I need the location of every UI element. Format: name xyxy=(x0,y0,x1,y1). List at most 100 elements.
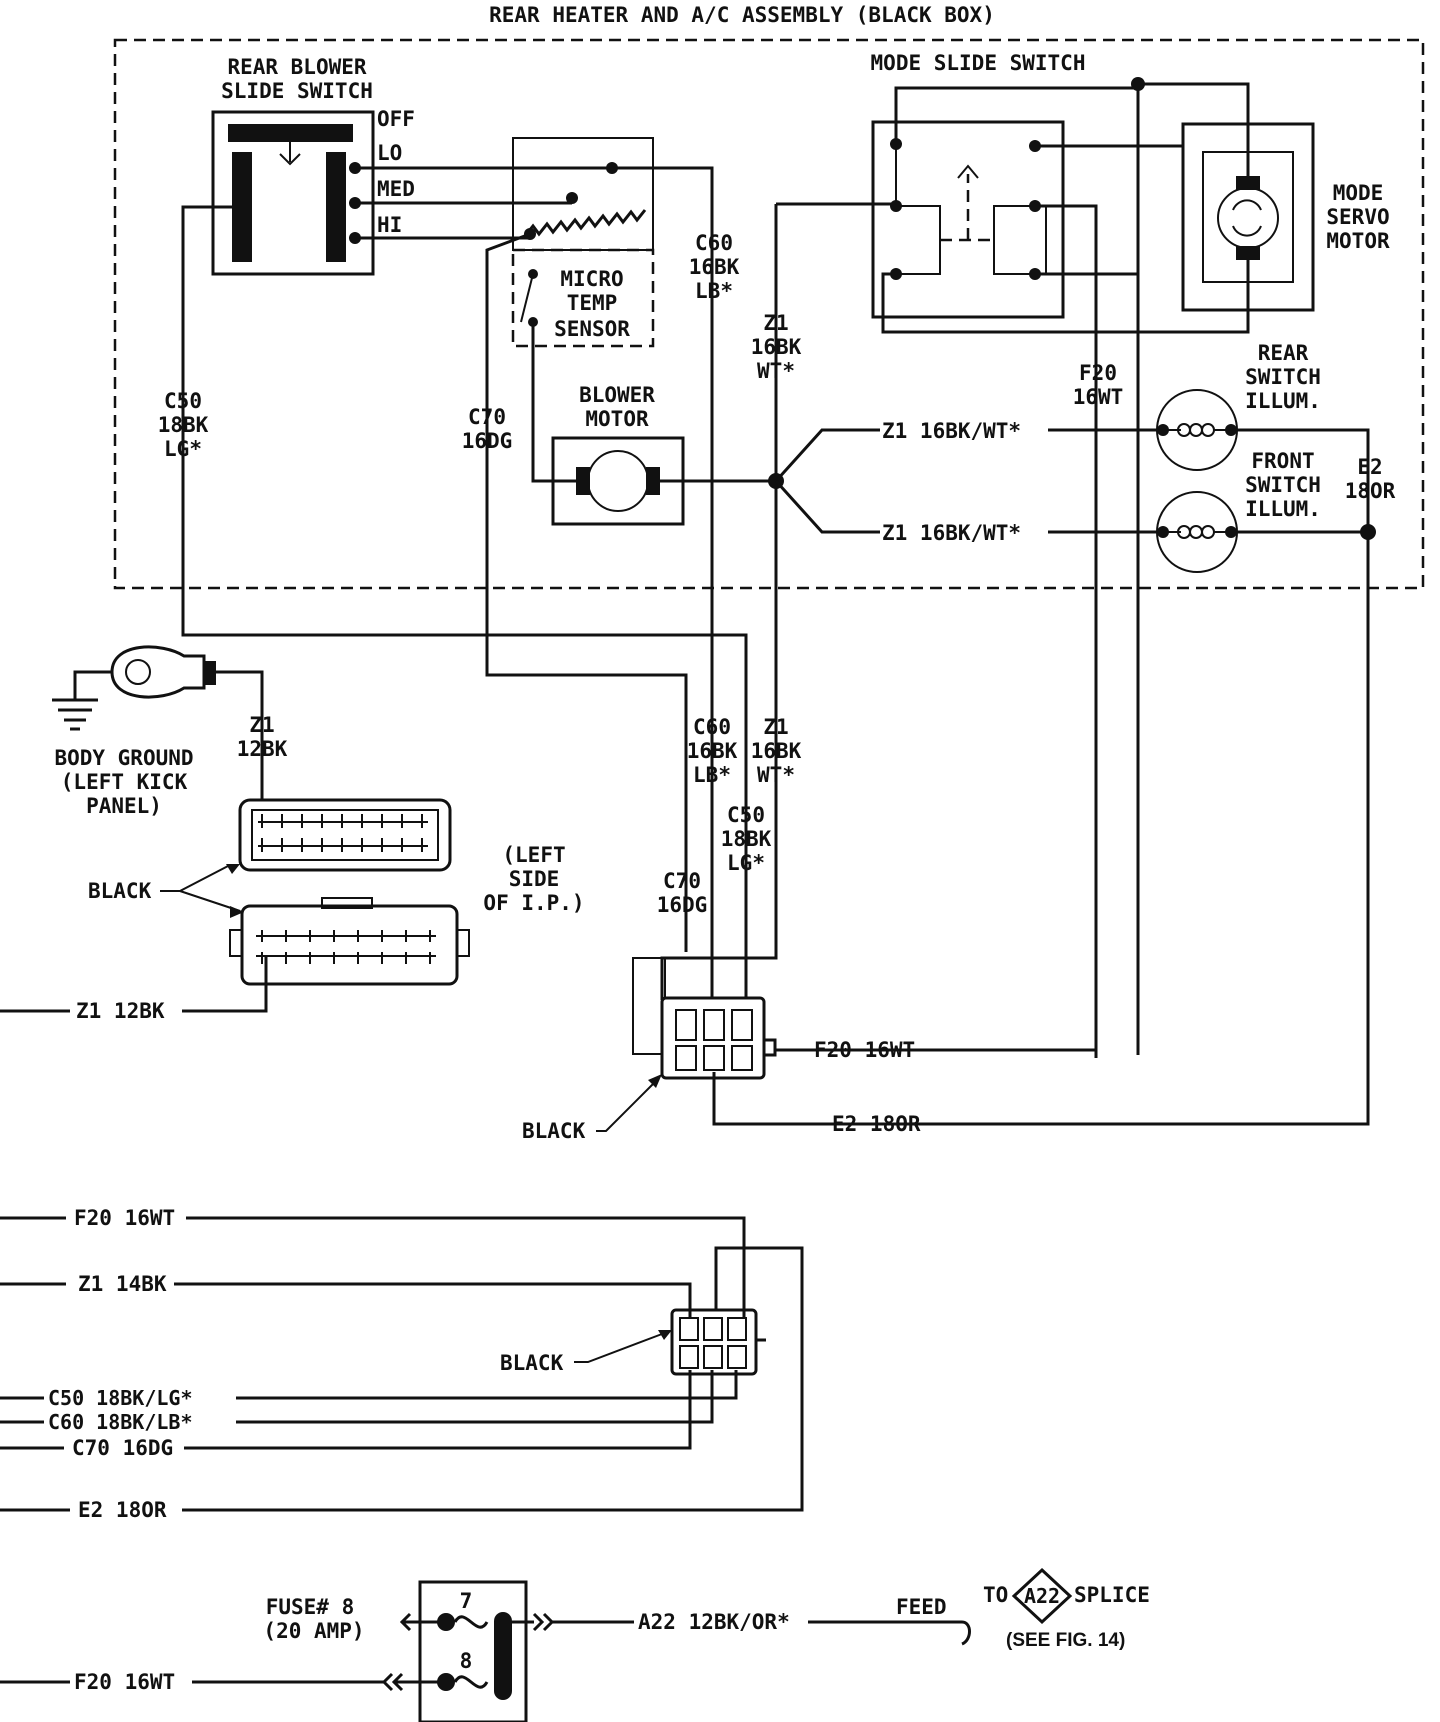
svg-text:TEMP: TEMP xyxy=(567,291,618,315)
wire-label-c70-top: C70 16DG xyxy=(462,405,513,453)
svg-text:16BK: 16BK xyxy=(689,255,740,279)
svg-text:Z1: Z1 xyxy=(763,715,788,739)
svg-text:SWITCH: SWITCH xyxy=(1245,473,1321,497)
svg-text:16WT: 16WT xyxy=(1073,385,1124,409)
wire-label-z1-14bk: Z1 14BK xyxy=(78,1272,167,1296)
svg-text:C60: C60 xyxy=(695,231,733,255)
rear-switch-illum-lamp: REAR SWITCH ILLUM. xyxy=(1156,341,1321,471)
svg-text:LB*: LB* xyxy=(695,279,733,303)
wire-label-c50-mid: C50 18BK LG* xyxy=(721,803,772,875)
switch-pos-hi: HI xyxy=(377,213,402,237)
svg-text:WT*: WT* xyxy=(757,763,795,787)
svg-text:MOTOR: MOTOR xyxy=(585,407,649,431)
svg-text:ILLUM.: ILLUM. xyxy=(1245,389,1321,413)
ip-connector-upper xyxy=(238,798,452,872)
svg-text:C50: C50 xyxy=(164,389,202,413)
wire-label-f20-top: F20 16WT xyxy=(1073,361,1124,409)
svg-text:C50: C50 xyxy=(727,803,765,827)
svg-text:REAR BLOWER: REAR BLOWER xyxy=(227,55,366,79)
assembly-wiring xyxy=(181,77,1376,1126)
svg-text:FRONT: FRONT xyxy=(1251,449,1314,473)
lower-harness-wiring xyxy=(0,1216,804,1512)
feed-label: FEED xyxy=(896,1595,947,1619)
svg-text:WT*: WT* xyxy=(757,359,795,383)
svg-text:BODY GROUND: BODY GROUND xyxy=(54,746,193,770)
wire-label-z1-top: Z1 16BK WT* xyxy=(751,311,802,383)
black-label-upper: BLACK xyxy=(88,864,244,918)
svg-text:TO: TO xyxy=(983,1583,1008,1607)
wire-label-f20-fuse: F20 16WT xyxy=(74,1670,175,1694)
fuse-block: 7 8 FUSE# 8 (20 AMP) xyxy=(0,1580,634,1722)
svg-text:MOTOR: MOTOR xyxy=(1326,229,1390,253)
svg-text:BLOWER: BLOWER xyxy=(579,383,655,407)
mode-servo-motor: MODE SERVO MOTOR xyxy=(1181,122,1390,312)
svg-text:OF I.P.): OF I.P.) xyxy=(483,891,584,915)
wire-label-c70-lower: C70 16DG xyxy=(72,1436,173,1460)
middle-connector xyxy=(632,957,1096,1124)
black-label-mid: BLACK xyxy=(522,1074,662,1143)
svg-text:16BK: 16BK xyxy=(687,739,738,763)
body-ground: BODY GROUND (LEFT KICK PANEL) xyxy=(52,645,264,818)
svg-text:MODE SLIDE SWITCH: MODE SLIDE SWITCH xyxy=(871,51,1086,75)
svg-text:MICRO: MICRO xyxy=(560,267,623,291)
svg-text:16DG: 16DG xyxy=(657,893,708,917)
svg-text:C70: C70 xyxy=(663,869,701,893)
wire-label-e2-lower: E2 18OR xyxy=(78,1498,167,1522)
svg-text:SPLICE: SPLICE xyxy=(1074,1583,1150,1607)
svg-text:SWITCH: SWITCH xyxy=(1245,365,1321,389)
fuse-amp: (20 AMP) xyxy=(263,1619,364,1643)
left-side-ip-label: (LEFT SIDE OF I.P.) xyxy=(483,843,584,915)
wire-label-c60-top: C60 16BK LB* xyxy=(689,231,740,303)
svg-text:SERVO: SERVO xyxy=(1326,205,1389,229)
black-label-lower: BLACK xyxy=(500,1330,672,1375)
lower-connector xyxy=(670,1308,766,1376)
wire-label-z1-ground: Z1 12BK xyxy=(237,713,288,761)
svg-text:(SEE FIG. 14): (SEE FIG. 14) xyxy=(1006,1630,1125,1651)
svg-text:BLACK: BLACK xyxy=(88,879,152,903)
front-switch-illum-lamp: FRONT SWITCH ILLUM. xyxy=(1156,449,1321,573)
svg-text:18OR: 18OR xyxy=(1345,479,1396,503)
svg-text:C60: C60 xyxy=(693,715,731,739)
svg-text:MODE: MODE xyxy=(1333,181,1384,205)
blower-resistor-block xyxy=(512,137,654,251)
wire-label-z1-mid: Z1 16BK WT* xyxy=(751,715,802,787)
fuse-number-7: 7 xyxy=(460,1589,473,1613)
wire-label-f20-lower: F20 16WT xyxy=(74,1206,175,1230)
svg-text:F20: F20 xyxy=(1079,361,1117,385)
svg-text:BLACK: BLACK xyxy=(522,1119,586,1143)
wire-label-e2-conn: E2 18OR xyxy=(832,1112,921,1136)
svg-text:REAR: REAR xyxy=(1258,341,1309,365)
switch-pos-med: MED xyxy=(377,177,415,201)
svg-text:LG*: LG* xyxy=(727,851,765,875)
rear-blower-slide-switch: REAR BLOWER SLIDE SWITCH OFF LO MED HI xyxy=(211,55,415,276)
mode-slide-switch: MODE SLIDE SWITCH xyxy=(871,51,1086,319)
svg-text:Z1: Z1 xyxy=(763,311,788,335)
wire-label-z1-12bk: Z1 12BK xyxy=(76,999,165,1023)
wire-label-c70-mid: C70 16DG xyxy=(657,869,708,917)
svg-text:LB*: LB* xyxy=(693,763,731,787)
svg-text:(LEFT: (LEFT xyxy=(502,843,565,867)
wire-label-z1-rear-illum: Z1 16BK/WT* xyxy=(882,419,1021,443)
wire-label-a22: A22 12BK/OR* xyxy=(638,1610,790,1634)
wire-label-c60-lower: C60 18BK/LB* xyxy=(48,1410,193,1434)
wire-label-c50-lower: C50 18BK/LG* xyxy=(48,1386,193,1410)
wire-label-c60-mid: C60 16BK LB* xyxy=(687,715,738,787)
svg-text:SLIDE SWITCH: SLIDE SWITCH xyxy=(221,79,373,103)
wire-label-f20-conn: F20 16WT xyxy=(814,1038,915,1062)
svg-text:ILLUM.: ILLUM. xyxy=(1245,497,1321,521)
micro-temp-sensor: MICRO TEMP SENSOR xyxy=(511,248,655,348)
a22-splice-reference: TO A22 SPLICE (SEE FIG. 14) xyxy=(983,1567,1150,1651)
switch-pos-off: OFF xyxy=(377,107,415,131)
switch-pos-lo: LO xyxy=(377,141,402,165)
svg-text:BLACK: BLACK xyxy=(500,1351,564,1375)
svg-text:LG*: LG* xyxy=(164,437,202,461)
wire-label-c50-top: C50 18BK LG* xyxy=(158,389,209,461)
wire-label-e2-top: E2 18OR xyxy=(1345,455,1396,503)
assembly-boundary xyxy=(113,38,1425,590)
svg-text:16DG: 16DG xyxy=(462,429,513,453)
svg-text:16BK: 16BK xyxy=(751,335,802,359)
svg-text:PANEL): PANEL) xyxy=(86,794,162,818)
svg-text:C70: C70 xyxy=(468,405,506,429)
ip-connector-lower xyxy=(0,897,470,1013)
